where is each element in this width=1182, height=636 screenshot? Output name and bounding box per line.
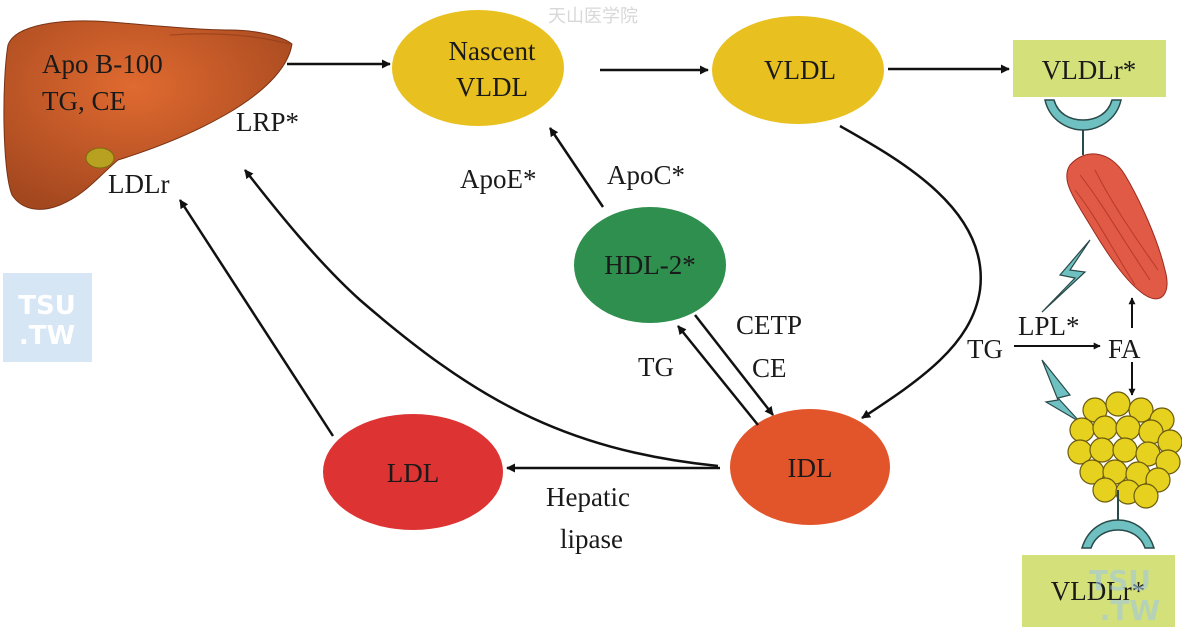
ldl-label: LDL [387,458,439,488]
cetp-label: CETP [736,310,802,340]
watermark-logo-right-line1: TSU [1089,564,1151,597]
nascent-vldl-label-line2: VLDL [456,72,528,102]
vldlr-top-label: VLDLr* [1042,55,1136,85]
watermark-logo-right-line2: .TW [1100,594,1161,627]
adipose-cell [1128,397,1154,423]
lightning-bolt-lower-icon [1041,359,1081,423]
lightning-bolt-upper-icon [1041,239,1091,313]
nascent-vldl-label-line1: Nascent [449,36,536,66]
liver-label-line1: Apo B-100 [42,49,163,79]
adipose-cell [1112,437,1138,463]
adipose-cell [1069,417,1095,443]
adipose-cell [1133,483,1159,509]
ldlr-label: LDLr [108,169,169,199]
arrow-idl-to-hdl [677,325,759,426]
arrow-hdl-to-idl [694,314,774,416]
arrow-hdl-to-nascent-vldl [548,127,605,208]
adipose-cell [1089,437,1115,463]
arrow-idl-to-liver-lrp [244,169,719,468]
ldl-node [323,414,503,530]
liver-image [3,20,293,210]
nascent-vldl-node [392,10,564,126]
ce-label: CE [752,353,787,383]
lpl-label: LPL* [1018,311,1080,341]
watermark-logo-left-line2: .TW [19,321,75,351]
receptor-top-shape [1044,99,1122,155]
vldl-label: VLDL [764,55,836,85]
idl-label: IDL [788,453,833,483]
fa-label: FA [1108,334,1141,364]
lipase-label: lipase [560,524,623,554]
hdl2-label: HDL-2* [604,250,695,280]
receptor-bottom-shape [1080,490,1156,549]
lrp-label: LRP* [236,107,299,137]
adipose-cell [1092,477,1118,503]
hepatic-label: Hepatic [546,482,630,512]
hdl2-node [574,207,726,323]
adipose-cell [1105,391,1131,417]
liver-label-line2: TG, CE [42,86,126,116]
muscle-tissue-image [1066,153,1168,300]
tg-transfer-label: TG [638,352,674,382]
vldlr-bottom-box [1022,555,1175,627]
watermark-logo-left-line1: TSU [18,291,76,321]
watermark-top-text: 天山医学院 [548,6,638,27]
apoc-label: ApoC* [607,160,685,190]
arrow-ldl-to-liver-ldlr [178,199,335,437]
apoe-label: ApoE* [460,164,537,194]
arrow-vldl-to-idl [839,124,982,420]
idl-node [730,409,890,525]
adipose-cell [1092,415,1118,441]
adipose-cell [1115,415,1141,441]
vldlr-bottom-label: VLDLr* [1051,576,1145,606]
watermark-logo-left: TSU .TW [3,273,92,362]
adipose-tissue-image [1067,391,1182,509]
watermark-logo-right: TSU .TW [1089,564,1160,627]
tg-peripheral-label: TG [967,334,1003,364]
vldl-node [712,16,884,124]
vldlr-top-box [1013,40,1166,97]
